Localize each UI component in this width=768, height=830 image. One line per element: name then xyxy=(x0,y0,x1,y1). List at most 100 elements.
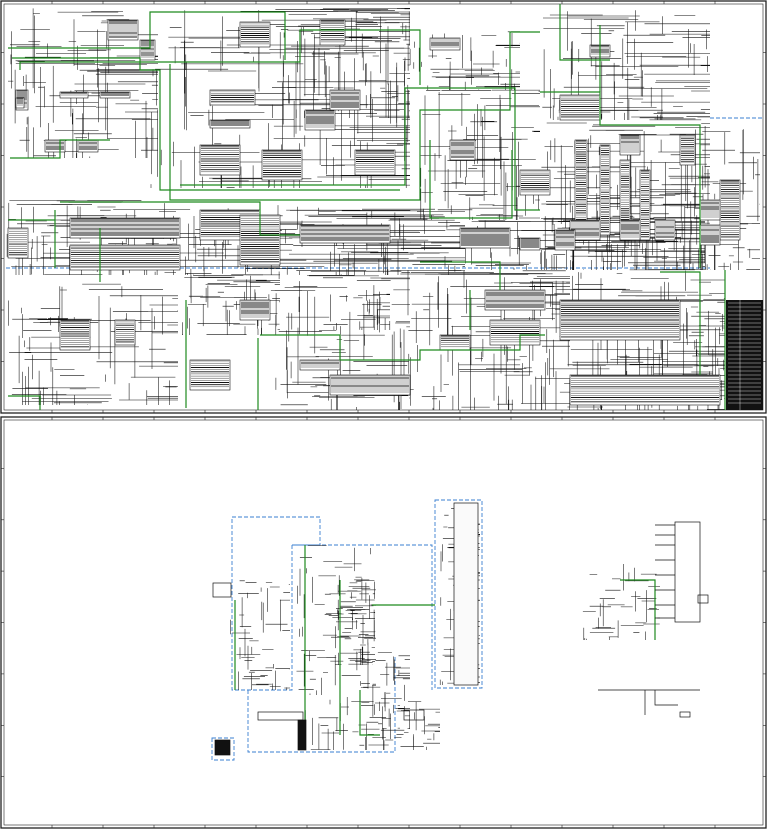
connector-block-bottom xyxy=(257,711,304,721)
component-43 xyxy=(319,19,346,46)
component-45 xyxy=(519,169,551,196)
component-outline-45 xyxy=(519,169,551,196)
component-outline-29 xyxy=(569,374,721,406)
component-outline-28 xyxy=(7,227,29,259)
component-15 xyxy=(639,169,651,241)
harness-6 xyxy=(60,201,300,236)
component-blocks xyxy=(7,19,741,406)
component-outline-21 xyxy=(69,244,181,271)
wiring-path-14 xyxy=(333,290,391,330)
ground-connector xyxy=(679,711,691,718)
wiring-cluster-11 xyxy=(8,283,178,405)
component-7 xyxy=(209,119,251,129)
component-18 xyxy=(654,219,676,241)
lower-wiring-path-0 xyxy=(230,580,290,690)
lower-sheet-detail xyxy=(212,502,709,756)
wiring-cluster-3 xyxy=(409,31,520,90)
lower-wiring-path-1 xyxy=(296,545,376,695)
component-25 xyxy=(459,227,511,249)
component-36 xyxy=(59,319,91,351)
component-30 xyxy=(559,299,681,341)
component-51 xyxy=(209,89,256,106)
component-48 xyxy=(719,179,741,241)
wiring-path-13 xyxy=(270,270,410,410)
zone-boundary-bottom xyxy=(247,655,396,753)
component-outline-43 xyxy=(319,19,346,46)
component-17 xyxy=(619,219,641,241)
component-8 xyxy=(304,109,336,131)
component-10 xyxy=(429,37,461,51)
component-47 xyxy=(679,134,696,166)
harness-l6 xyxy=(620,579,656,640)
harness-20 xyxy=(420,261,501,290)
lower-wiring-cluster-4 xyxy=(361,652,410,741)
component-52 xyxy=(354,149,396,176)
module-small xyxy=(214,739,231,756)
component-outline-35 xyxy=(114,319,136,346)
component-35 xyxy=(114,319,136,346)
wiring-path-11 xyxy=(8,283,178,405)
harness-5 xyxy=(180,87,540,211)
component-outline-42 xyxy=(239,21,271,48)
zone-boundary-small-box xyxy=(211,737,235,761)
terminal-strip-block xyxy=(453,502,479,686)
component-29 xyxy=(569,374,721,406)
harness-11 xyxy=(540,91,701,268)
component-41 xyxy=(107,19,139,41)
harness-2 xyxy=(12,57,400,191)
lower-sheet-inner-frame xyxy=(3,419,764,826)
component-outline-47 xyxy=(679,134,696,166)
lower-wiring-path-5 xyxy=(582,564,660,640)
component-27 xyxy=(554,229,576,251)
component-40 xyxy=(139,39,156,61)
component-42 xyxy=(239,21,271,48)
ground-branch xyxy=(598,689,700,715)
component-38 xyxy=(329,374,411,396)
component-outline-11 xyxy=(559,94,601,121)
component-16 xyxy=(569,219,601,241)
component-outline-3 xyxy=(77,139,99,153)
component-outline-26 xyxy=(519,237,541,251)
lower-wiring-cluster-3 xyxy=(305,692,400,750)
title-block xyxy=(726,300,763,410)
harness-22 xyxy=(8,395,41,410)
lower-wiring-cluster-5 xyxy=(582,564,660,640)
component-39 xyxy=(299,359,341,371)
component-37 xyxy=(189,359,231,391)
component-33 xyxy=(439,334,471,351)
component-44 xyxy=(449,139,476,161)
harness-4 xyxy=(169,31,540,201)
sensor-left xyxy=(212,582,232,598)
harness-8 xyxy=(10,139,110,159)
component-0 xyxy=(59,91,89,99)
component-28 xyxy=(7,227,29,259)
component-9 xyxy=(329,89,361,111)
component-outline-6 xyxy=(199,144,241,176)
component-outline-37 xyxy=(189,359,231,391)
component-outline-48 xyxy=(719,179,741,241)
zone-boundary-terminal-strip xyxy=(434,499,483,689)
lower-wiring-cluster-1 xyxy=(296,545,376,695)
lower-wiring-cluster-0 xyxy=(230,580,290,690)
harness-l5 xyxy=(359,690,380,736)
component-13 xyxy=(599,144,611,236)
harness-10 xyxy=(429,140,513,219)
component-outline-53 xyxy=(261,149,303,181)
wiring-path-5 xyxy=(542,10,710,121)
component-26 xyxy=(519,237,541,251)
harness-3 xyxy=(19,29,421,85)
lower-wiring-path-4 xyxy=(361,652,410,741)
lower-wiring-path-3 xyxy=(305,692,400,750)
component-outline-7 xyxy=(209,119,251,129)
component-21 xyxy=(69,244,181,271)
control-unit-box xyxy=(674,521,701,623)
component-6 xyxy=(199,144,241,176)
harness-14 xyxy=(260,334,545,361)
lower-wiring-path-6 xyxy=(400,701,440,750)
component-outline-52 xyxy=(354,149,396,176)
zone-boundary-mid xyxy=(292,544,433,690)
component-49 xyxy=(699,199,721,221)
component-outline-32 xyxy=(489,319,541,346)
